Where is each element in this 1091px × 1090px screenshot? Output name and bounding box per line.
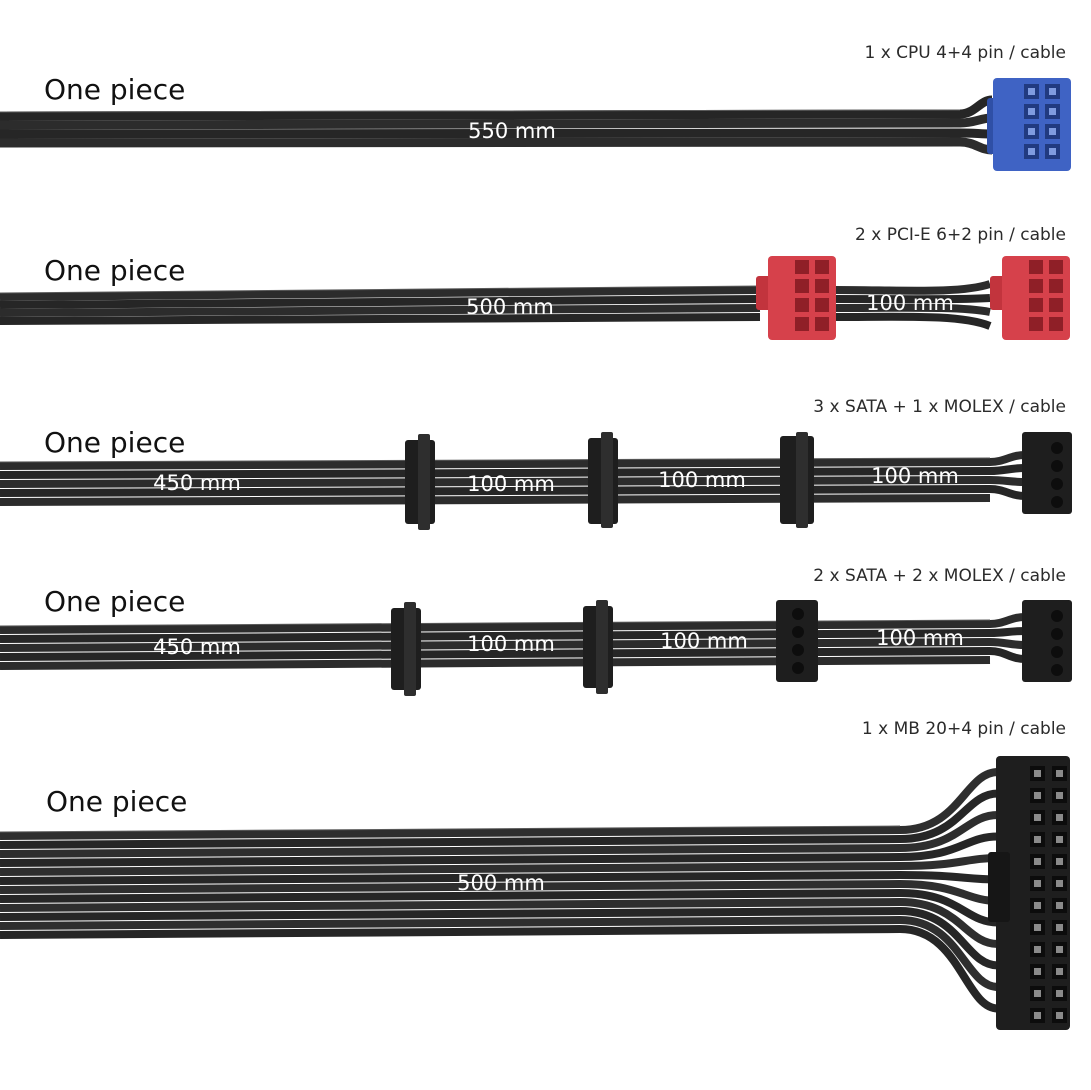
cable-mb: 1 x MB 20+4 pin / cable One piece 500 mm — [0, 719, 1070, 1030]
pcie-connector-1 — [756, 256, 836, 340]
mb-pin-contact — [1056, 858, 1063, 865]
mb-wire — [0, 870, 999, 885]
mb-piece-label: One piece — [46, 785, 187, 818]
pcie-length-2: 100 mm — [866, 291, 954, 315]
mb-pin-contact — [1034, 858, 1041, 865]
mb-pin-contact — [1034, 880, 1041, 887]
cable-pcie: 2 x PCI-E 6+2 pin / cable One piece 500 … — [0, 225, 1070, 340]
mb-wire — [0, 879, 999, 905]
sata2-molex-connector-2 — [1022, 600, 1072, 682]
sata1-piece-label: One piece — [44, 426, 185, 459]
mb-pin-contact — [1056, 792, 1063, 799]
mb-wire — [0, 768, 999, 840]
mb-pin-contact — [1056, 946, 1063, 953]
mb-pin-contact — [1034, 902, 1041, 909]
sata2-molex-connector-1 — [776, 600, 818, 682]
mb-wire — [0, 915, 999, 991]
pcie-piece-label: One piece — [44, 254, 185, 287]
mb-pin-contact — [1034, 1012, 1041, 1019]
mb-pin-contact — [1056, 924, 1063, 931]
mb-wire — [0, 924, 999, 1013]
mb-pin-contact — [1034, 946, 1041, 953]
mb-pin-contact — [1034, 770, 1041, 777]
sata2-connector-1 — [391, 602, 421, 696]
sata1-caption: 3 x SATA + 1 x MOLEX / cable — [813, 397, 1066, 417]
sata1-length-4: 100 mm — [871, 464, 959, 488]
mb-20plus4-connector — [988, 756, 1070, 1030]
mb-pin-contact — [1056, 902, 1063, 909]
sata1-molex-connector — [1022, 432, 1072, 514]
mb-pin-contact — [1056, 770, 1063, 777]
sata1-wire-bundle — [0, 451, 1026, 506]
mb-wire-highlight — [0, 825, 901, 833]
mb-pin-contact — [1056, 990, 1063, 997]
cpu-caption: 1 x CPU 4+4 pin / cable — [865, 43, 1067, 63]
mb-pin-contact — [1034, 924, 1041, 931]
cpu-length-1: 550 mm — [468, 119, 556, 143]
mb-pin-contact — [1034, 836, 1041, 843]
sata1-connector-2 — [588, 432, 618, 528]
cpu-4plus4-connector — [987, 78, 1071, 171]
cable-sata-molex-2: 2 x SATA + 2 x MOLEX / cable One piece 4… — [0, 566, 1072, 696]
sata2-caption: 2 x SATA + 2 x MOLEX / cable — [813, 566, 1066, 586]
mb-pin-contact — [1034, 814, 1041, 821]
pcie-caption: 2 x PCI-E 6+2 pin / cable — [855, 225, 1066, 245]
mb-pin-contact — [1056, 968, 1063, 975]
sata1-length-1: 450 mm — [153, 471, 241, 495]
sata2-length-1: 450 mm — [153, 635, 241, 659]
cable-cpu: 1 x CPU 4+4 pin / cable One piece 550 mm — [0, 43, 1071, 171]
sata2-length-3: 100 mm — [660, 629, 748, 653]
sata2-wire-bundle — [0, 613, 1026, 670]
mb-wire — [0, 854, 999, 876]
pcie-connector-2 — [990, 256, 1070, 340]
mb-pin-contact — [1056, 836, 1063, 843]
mb-wire — [0, 897, 999, 948]
mb-pin-contact — [1034, 792, 1041, 799]
sata1-length-3: 100 mm — [658, 468, 746, 492]
mb-wire-bundle — [0, 768, 999, 1013]
sata1-length-2: 100 mm — [467, 472, 555, 496]
mb-length-1: 500 mm — [457, 871, 545, 895]
pcie-wire-bundle-tail — [834, 280, 992, 330]
sata2-length-2: 100 mm — [467, 632, 555, 656]
mb-wire — [0, 888, 999, 927]
mb-wire — [0, 811, 999, 858]
sata1-connector-3 — [780, 432, 814, 528]
sata2-length-4: 100 mm — [876, 626, 964, 650]
pcie-length-1: 500 mm — [466, 295, 554, 319]
sata1-connector-1 — [405, 434, 435, 530]
mb-wire — [0, 906, 999, 970]
cpu-piece-label: One piece — [44, 73, 185, 106]
mb-caption: 1 x MB 20+4 pin / cable — [862, 719, 1066, 739]
pcie-wire-bundle-main — [0, 285, 761, 325]
mb-pin-contact — [1034, 990, 1041, 997]
sata2-piece-label: One piece — [44, 585, 185, 618]
mb-pin-contact — [1056, 1012, 1063, 1019]
mb-pin-contact — [1034, 968, 1041, 975]
mb-wire — [0, 832, 999, 867]
mb-pin-contact — [1056, 880, 1063, 887]
sata2-connector-2 — [583, 600, 613, 694]
mb-pin-contact — [1056, 814, 1063, 821]
mb-wire — [0, 789, 999, 849]
cable-sata-molex-1: 3 x SATA + 1 x MOLEX / cable One piece 4… — [0, 397, 1072, 530]
